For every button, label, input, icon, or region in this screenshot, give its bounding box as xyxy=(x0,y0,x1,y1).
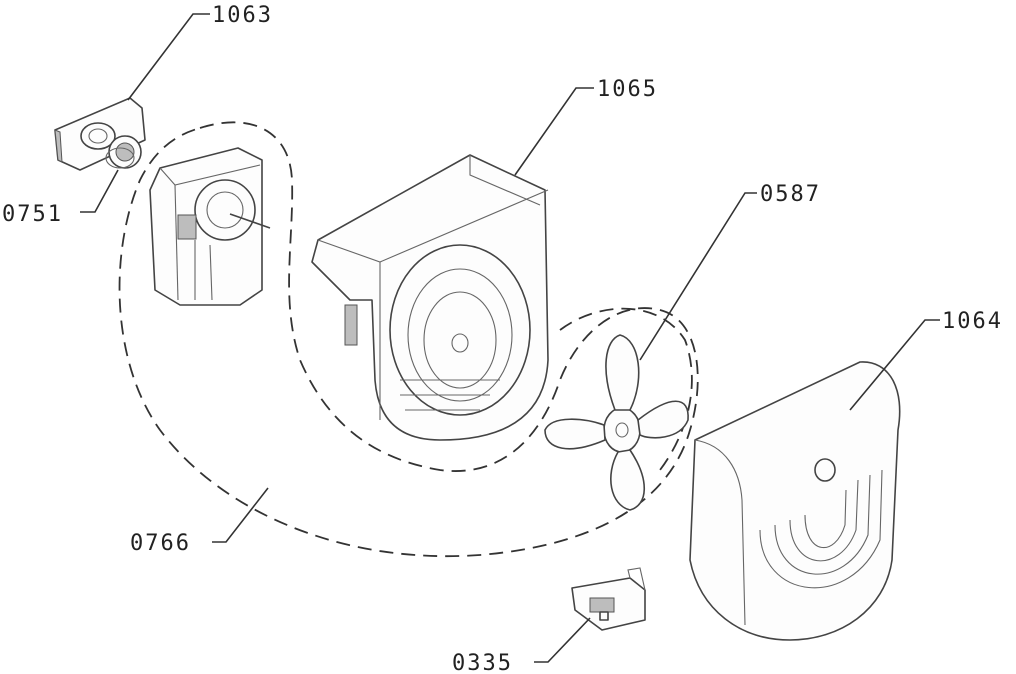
leader-1063 xyxy=(127,13,210,101)
fan-shroud-drawing xyxy=(311,154,549,441)
switch-connector-drawing xyxy=(571,567,646,631)
label-0335: 0335 xyxy=(452,651,513,674)
leader-1064 xyxy=(849,319,940,411)
fan-cover-drawing xyxy=(689,361,901,641)
label-0587: 0587 xyxy=(760,182,821,207)
rubber-grommet-drawing xyxy=(105,135,142,169)
leader-1065 xyxy=(514,87,594,176)
label-0766: 0766 xyxy=(130,531,191,556)
leader-0751 xyxy=(80,169,119,213)
leader-0766 xyxy=(212,487,269,543)
fan-blade-drawing xyxy=(544,334,689,511)
leader-0587 xyxy=(639,192,757,361)
motor-bracket-plate-drawing xyxy=(54,97,146,171)
leader-0335 xyxy=(534,617,591,663)
fan-motor-drawing xyxy=(149,147,271,306)
label-0751: 0751 xyxy=(2,202,63,227)
label-1063: 1063 xyxy=(212,3,273,28)
label-1064: 1064 xyxy=(942,309,1003,334)
assembly-dashed-outline xyxy=(118,121,699,557)
label-1065: 1065 xyxy=(597,77,658,102)
